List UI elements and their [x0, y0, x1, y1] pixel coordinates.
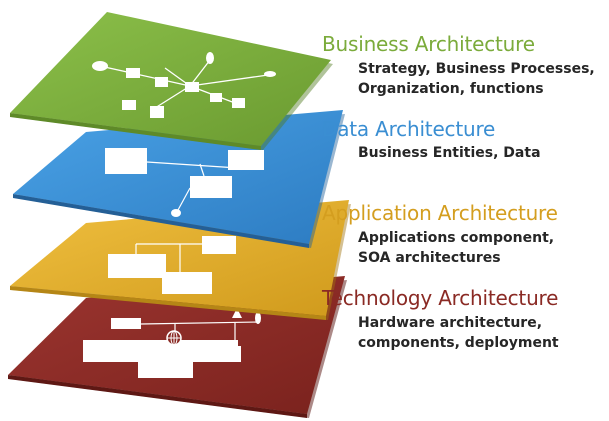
description-line: Business Entities, Data	[358, 145, 541, 161]
application-architecture-title: Application Architecture	[322, 201, 558, 225]
data-architecture-title: Data Architecture	[322, 117, 496, 141]
description-line: Organization, functions	[358, 81, 544, 97]
business-layer	[10, 12, 333, 150]
description-line: Applications component,	[358, 230, 555, 246]
business-architecture-title: Business Architecture	[322, 32, 535, 56]
application-architecture-description: Applications component, SOA architecture…	[358, 228, 554, 268]
globe-icon	[166, 330, 182, 346]
description-line: SOA architectures	[358, 250, 501, 266]
description-line: Hardware architecture,	[358, 315, 543, 331]
technology-architecture-title: Technology Architecture	[322, 286, 559, 310]
description-line: Strategy, Business Processes,	[358, 61, 595, 77]
technology-architecture-description: Hardware architecture, components, deplo…	[358, 313, 559, 353]
business-architecture-description: Strategy, Business Processes, Organizati…	[358, 59, 595, 99]
description-line: components, deployment	[358, 335, 559, 351]
data-architecture-description: Business Entities, Data	[358, 143, 541, 163]
